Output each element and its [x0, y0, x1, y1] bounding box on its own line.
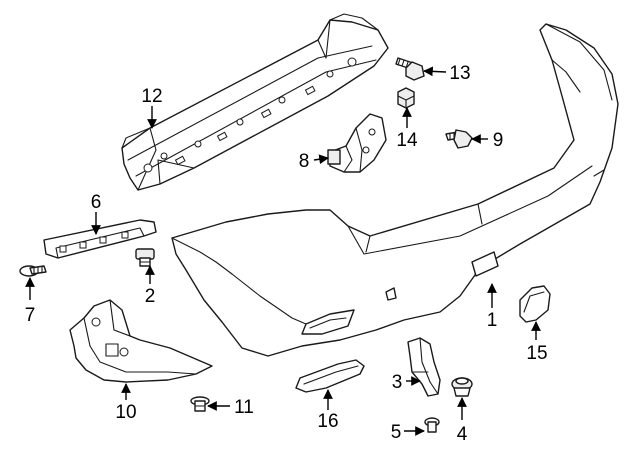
callout-6: 6 [91, 192, 102, 213]
callout-labels: 12 6 2 7 10 11 16 8 13 14 9 1 15 3 4 5 [25, 63, 548, 445]
bolt-part-13 [395, 57, 425, 81]
callout-15: 15 [526, 343, 547, 364]
mounting-bracket [327, 113, 387, 173]
callout-leaders [25, 66, 541, 436]
clip-part-5 [424, 417, 440, 433]
bumper-cover [171, 23, 619, 357]
leader-13 [423, 66, 447, 77]
callout-3: 3 [392, 372, 403, 393]
callout-5: 5 [391, 422, 402, 443]
callout-11: 11 [234, 397, 254, 418]
callout-13: 13 [449, 63, 470, 84]
reflector [295, 359, 365, 393]
callout-14: 14 [396, 130, 418, 151]
clip-part-11 [190, 396, 210, 412]
callout-2: 2 [145, 286, 156, 307]
tow-hook-cap [519, 285, 551, 323]
splash-guard [69, 299, 213, 383]
reinforcement-beam [121, 13, 389, 191]
side-bracket [43, 219, 157, 259]
nut-part-14 [397, 87, 415, 109]
bolt-part-2 [135, 248, 155, 267]
callout-8: 8 [299, 151, 310, 172]
callout-4: 4 [457, 424, 468, 445]
screw-part-7 [19, 265, 47, 277]
callout-12: 12 [141, 86, 162, 107]
bolt-part-9 [445, 129, 473, 149]
callout-16: 16 [317, 411, 338, 432]
callout-1: 1 [487, 310, 498, 331]
callout-10: 10 [115, 402, 136, 423]
leader-8 [313, 154, 329, 165]
callout-7: 7 [25, 305, 36, 326]
guide-bracket [407, 337, 441, 397]
push-clip [451, 377, 473, 397]
callout-9: 9 [493, 130, 504, 151]
